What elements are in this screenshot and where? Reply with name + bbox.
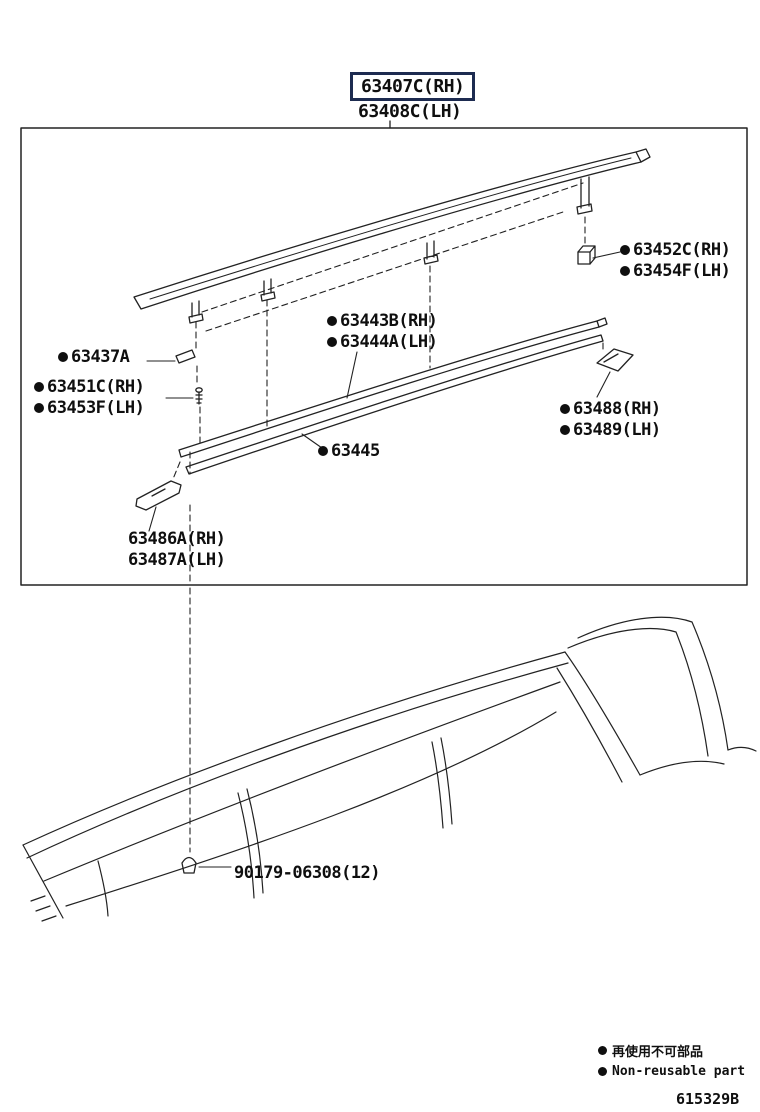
roof-molding-drawing	[178, 317, 608, 475]
selected-part-label: 63407C(RH)	[361, 76, 465, 97]
non-reusable-dot-icon	[620, 244, 630, 255]
non-reusable-dot-icon	[318, 445, 328, 456]
car-body-drawing	[22, 616, 757, 922]
non-reusable-dot-icon	[58, 351, 68, 362]
part-label-63488[interactable]: 63488(RH) 63489(LH)	[560, 398, 661, 440]
non-reusable-dot-icon	[34, 381, 44, 392]
legend-jp-text: 再使用不可部品	[612, 1045, 704, 1060]
non-reusable-dot-icon	[34, 402, 44, 413]
part-label-63445[interactable]: 63445	[318, 440, 380, 461]
diagram-frame	[20, 127, 748, 586]
roof-rail-upper-drawing	[133, 148, 651, 324]
part-label-63486a[interactable]: 63486A(RH) 63487A(LH)	[128, 528, 226, 570]
non-reusable-dot-icon	[598, 1046, 607, 1055]
non-reusable-dot-icon	[560, 424, 570, 435]
clip-63452c-drawing	[577, 245, 621, 265]
non-reusable-dot-icon	[327, 336, 337, 347]
non-reusable-dot-icon	[327, 315, 337, 326]
hidden-lines	[172, 182, 604, 853]
bracket-63488-drawing	[596, 348, 634, 398]
legend: 再使用不可部品 Non-reusable part	[598, 1040, 745, 1082]
selected-part-box[interactable]: 63407C(RH)	[350, 72, 476, 101]
non-reusable-dot-icon	[620, 265, 630, 276]
non-reusable-dot-icon	[560, 403, 570, 414]
part-label-63452c[interactable]: 63452C(RH) 63454F(LH)	[620, 239, 731, 281]
clip-90179-drawing	[181, 856, 232, 874]
screw-63451c-drawing	[165, 387, 203, 405]
non-reusable-dot-icon	[598, 1067, 607, 1076]
part-label-63443b[interactable]: 63443B(RH) 63444A(LH)	[327, 310, 438, 352]
selected-part-pair-label[interactable]: 63408C(LH)	[358, 101, 462, 122]
bracket-63486a-drawing	[135, 480, 182, 532]
part-label-63451c[interactable]: 63451C(RH) 63453F(LH)	[34, 376, 145, 418]
part-label-63437a[interactable]: 63437A	[58, 346, 130, 367]
clip-63437a-drawing	[146, 349, 196, 364]
legend-en-text: Non-reusable part	[612, 1064, 746, 1079]
part-label-90179[interactable]: 90179-06308(12)	[234, 862, 381, 883]
figure-code: 615329B	[676, 1090, 740, 1108]
